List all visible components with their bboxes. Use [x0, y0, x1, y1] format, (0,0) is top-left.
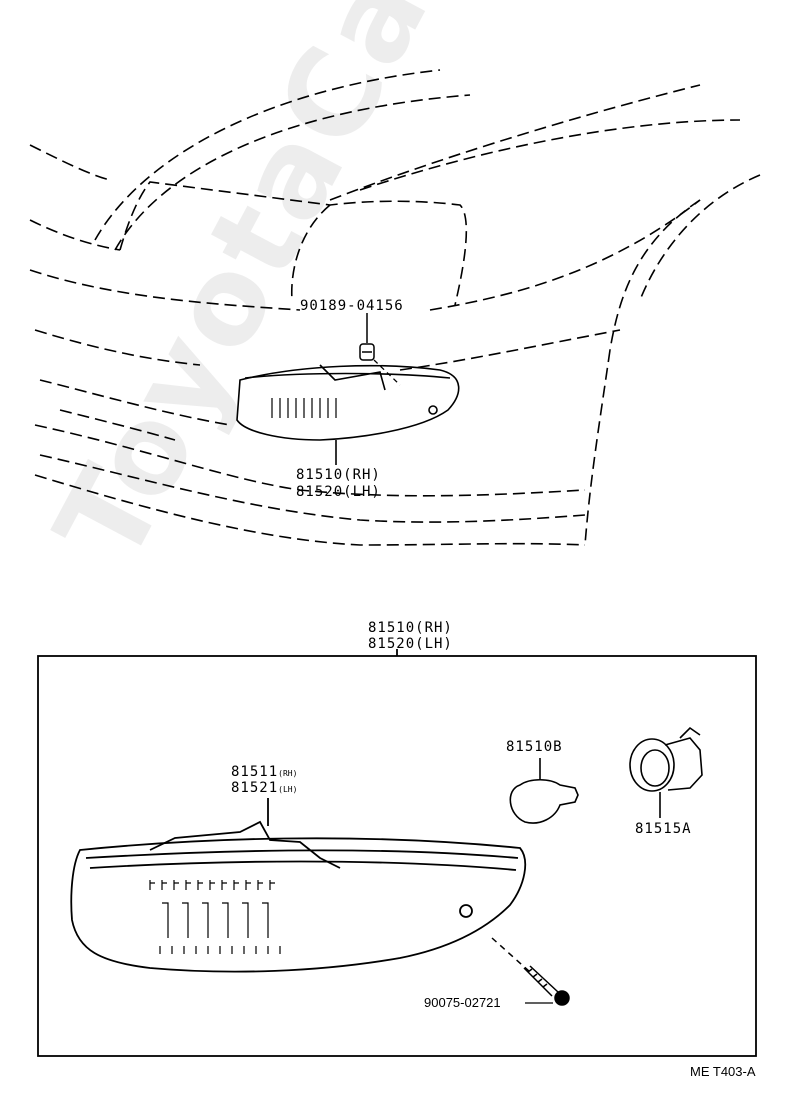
clip-upper-icon — [359, 313, 375, 361]
label-lens-rh: 81511(RH) — [231, 765, 297, 781]
label-screw: 90075-02721 — [424, 995, 501, 1010]
connector-lines — [373, 359, 401, 386]
label-upper-assy-rh: 81510(RH) — [296, 467, 381, 483]
label-lens-lh: 81521(LH) — [231, 781, 297, 797]
socket-icon — [629, 726, 703, 818]
label-clip-part: 90189-04156 — [300, 298, 404, 314]
lens-rh-number: 81511 — [231, 764, 279, 780]
label-bulb: 81510B — [506, 739, 563, 755]
label-frame-assy-rh: 81510(RH) — [368, 620, 453, 636]
label-upper-assy-lh: 81520(LH) — [296, 484, 381, 500]
lens-lh-number: 81521 — [231, 780, 279, 796]
lens-housing — [70, 798, 527, 973]
label-socket: 81515A — [635, 821, 692, 837]
label-frame-assy-lh: 81520(LH) — [368, 636, 453, 652]
screw-icon — [491, 937, 570, 1006]
car-body-outline — [29, 69, 761, 546]
lens-rh-tag: (RH) — [278, 769, 298, 778]
assembly-frame — [37, 649, 757, 1057]
upper-lamp-assembly — [236, 364, 460, 465]
bulb-icon — [509, 758, 579, 824]
lens-lh-tag: (LH) — [278, 785, 298, 794]
label-diagram-code: ME T403-A — [690, 1064, 756, 1079]
